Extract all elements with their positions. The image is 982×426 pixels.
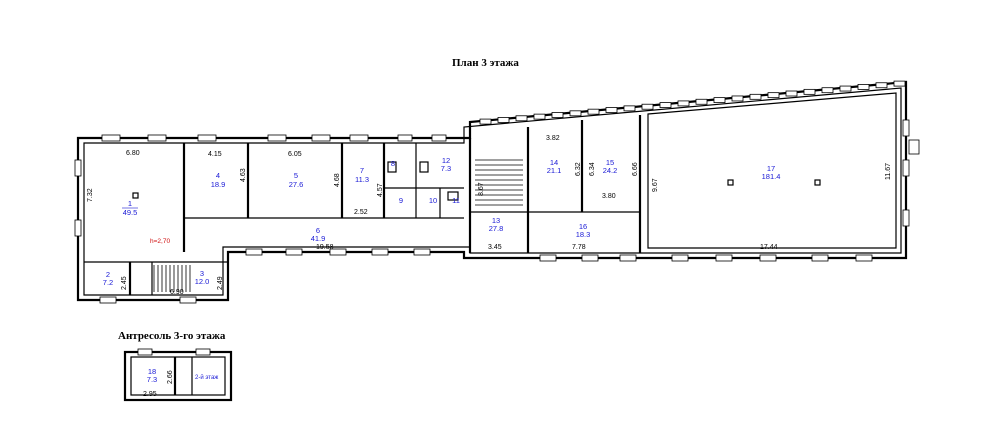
room-5-area: 27.6 [289, 180, 304, 189]
room-2-area: 7.2 [103, 278, 113, 287]
stair-main [475, 159, 523, 206]
dim-label: 2.45 [121, 276, 128, 290]
outer-walls [76, 80, 908, 302]
dim-label: 6.05 [288, 151, 302, 158]
room-16-number: 16 [579, 222, 587, 231]
window [497, 117, 510, 123]
room-17-area: 181.4 [762, 172, 781, 181]
room-6-number: 6 [316, 226, 320, 235]
height-note: h=2,70 [150, 238, 170, 245]
interior-walls [84, 92, 897, 295]
room-17-number: 17 [767, 164, 775, 173]
window [515, 115, 528, 122]
dim-label: 4.15 [208, 151, 222, 158]
room-5-number: 5 [294, 171, 298, 180]
room-10-number: 10 [429, 196, 437, 205]
window [479, 118, 492, 125]
dim-label: 2.52 [354, 209, 368, 216]
room-labels: 1 49.5 2 7.2 3 12.0 4 18.9 5 27.6 6 41.9… [103, 156, 781, 287]
window [569, 110, 582, 117]
room-4-area: 18.9 [211, 180, 226, 189]
dim-label: 11.67 [885, 163, 892, 180]
window [821, 87, 834, 94]
window [587, 108, 600, 115]
window [695, 98, 708, 105]
room-1-area: 49.5 [123, 208, 138, 217]
dim-label: 19.58 [316, 244, 334, 251]
mezzanine-plan: 18 7.3 2.66 2.95 2-й этаж [123, 348, 233, 402]
room-14-area: 21.1 [547, 166, 562, 175]
dim-label: 6.32 [575, 162, 582, 176]
mezzanine-title: Антресоль 3-го этажа [118, 330, 226, 342]
dim-label: 4.57 [377, 183, 384, 197]
room-18-number: 18 [148, 367, 156, 376]
dim-label: 4.63 [240, 168, 247, 182]
window [875, 82, 888, 89]
room-12-number: 12 [442, 156, 450, 165]
dim-label: 4.68 [334, 173, 341, 187]
room-15-number: 15 [606, 158, 614, 167]
room-6-area: 41.9 [311, 234, 326, 243]
room-13-number: 13 [492, 216, 500, 225]
room-15-area: 24.2 [603, 166, 618, 175]
fixtures [132, 161, 821, 201]
window [803, 88, 816, 95]
window [731, 95, 744, 102]
windows-right [902, 119, 920, 227]
dim-label: 2.66 [167, 370, 174, 384]
window [785, 90, 798, 97]
dim-label: 6.34 [589, 162, 596, 176]
room-2-number: 2 [106, 270, 110, 279]
window [605, 107, 618, 113]
room-14-number: 14 [550, 158, 558, 167]
window [749, 93, 762, 100]
room-11-number: 11 [452, 196, 460, 205]
room-7-area: 11.3 [355, 175, 369, 184]
window [641, 103, 654, 110]
dim-label: 7.78 [572, 244, 586, 251]
window [839, 85, 852, 92]
dim-label: 8.67 [478, 182, 485, 196]
windows-top-left [101, 134, 447, 142]
window [659, 102, 672, 108]
dim-label: 2.95 [143, 391, 157, 398]
room-1-number: 1 [128, 199, 132, 208]
mezzanine-stair-note: 2-й этаж [195, 374, 218, 381]
window [623, 105, 636, 112]
room-7-number: 7 [360, 166, 364, 175]
room-3-number: 3 [200, 269, 204, 278]
dim-label: 3.45 [488, 244, 502, 251]
dim-label: 6.90 [170, 289, 184, 296]
window [677, 100, 690, 107]
window [551, 112, 564, 118]
room-18-area: 7.3 [147, 375, 157, 384]
dim-label: 3.82 [546, 135, 560, 142]
window [857, 84, 870, 90]
window [767, 92, 780, 99]
room-8-number: 8 [391, 159, 395, 168]
window [713, 97, 726, 104]
stair-room-3 [153, 265, 191, 292]
window [893, 80, 906, 87]
room-3-area: 12.0 [195, 277, 210, 286]
dim-label: 3.80 [602, 193, 616, 200]
room-4-number: 4 [216, 171, 220, 180]
dim-label: 6.66 [632, 162, 639, 176]
room-12-area: 7.3 [441, 164, 451, 173]
room-16-area: 18.3 [576, 230, 591, 239]
dimension-labels: 6.80 7.32 4.15 4.63 6.05 4.68 4.57 2.52 … [87, 135, 892, 296]
room-13-area: 27.8 [489, 224, 504, 233]
windows-bottom [99, 248, 873, 304]
dim-label: 6.80 [126, 150, 140, 157]
dim-label: 2.49 [217, 276, 224, 290]
room-9-number: 9 [399, 196, 403, 205]
dim-label: 17.44 [760, 244, 778, 251]
dim-label: 9.67 [652, 178, 659, 192]
plan-title: План 3 этажа [452, 57, 519, 69]
windows-top-slant [479, 80, 906, 125]
dim-label: 7.32 [87, 188, 94, 202]
windows-left [74, 159, 82, 237]
window [533, 113, 546, 120]
